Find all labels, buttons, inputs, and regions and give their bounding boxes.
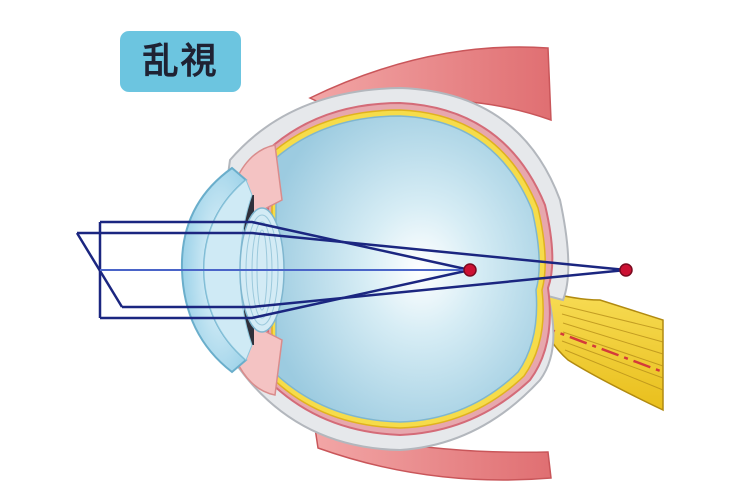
ray-horizontal-bottom [122,268,627,309]
diagram-title: 乱視 [142,40,219,82]
ray-vertical-top [100,220,471,272]
ray-horizontal-top [77,231,627,272]
ray-horizontal-left-edge [75,232,124,308]
light-rays [75,220,627,320]
focal-point-near [463,263,477,277]
ray-vertical-bottom [100,268,471,320]
optic-nerve-fibers [559,304,664,391]
optic-nerve-vessel [537,323,664,374]
title-badge: 乱視 [120,31,241,92]
lower-iris [244,305,254,345]
focal-point-far [619,263,633,277]
upper-iris [244,195,254,235]
